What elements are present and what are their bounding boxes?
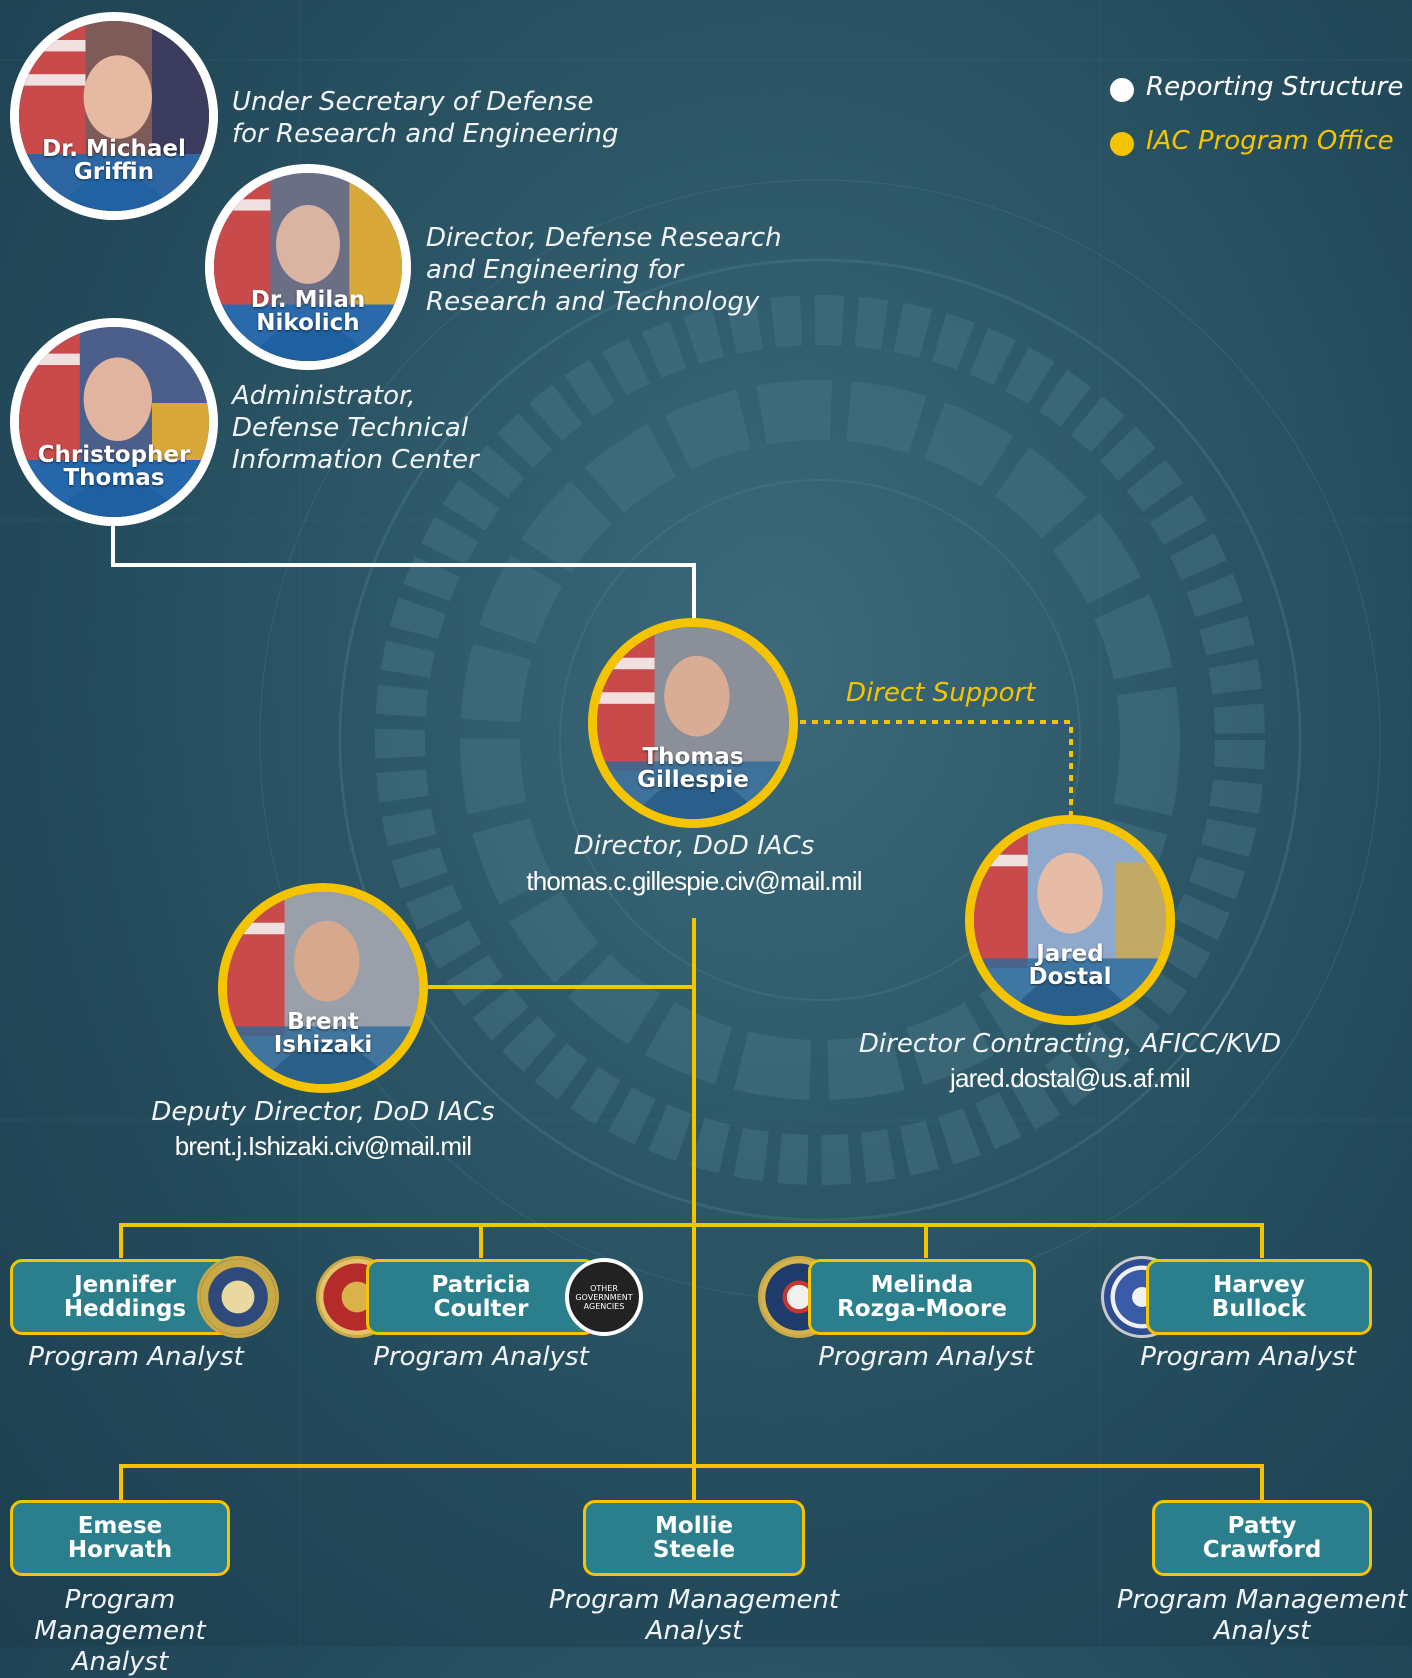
- manager-box-horvath: Emese Horvath: [10, 1500, 230, 1576]
- program-office-legend-label: IAC Program Office: [1146, 126, 1394, 156]
- program-office-legend-dot: [1110, 132, 1134, 156]
- analyst-box-coulter: Patricia Coulter: [366, 1259, 596, 1335]
- griffin-name: Dr. Michael Griffin: [42, 136, 186, 186]
- nikolich-portrait: Dr. Milan Nikolich: [205, 164, 411, 370]
- reporting-legend-label: Reporting Structure: [1146, 72, 1404, 102]
- thomas-title: Administrator, Defense Technical Informa…: [232, 381, 479, 475]
- other-government-agencies-seal-icon: OTHER GOVERNMENT AGENCIES: [565, 1258, 643, 1336]
- oga-seal-text: OTHER GOVERNMENT AGENCIES: [575, 1283, 633, 1311]
- ishizaki-title: Deputy Director, DoD IACs: [151, 1097, 495, 1127]
- gillespie-email[interactable]: thomas.c.gillespie.civ@mail.mil: [526, 866, 862, 896]
- thomas-portrait: Christopher Thomas: [10, 318, 218, 526]
- army-seal-icon: [197, 1256, 279, 1338]
- portrait-photo: [19, 327, 209, 517]
- gillespie-portrait: Thomas Gillespie: [588, 618, 798, 828]
- crawford-role: Program Management Analyst: [1116, 1585, 1408, 1646]
- portrait-photo: [597, 627, 789, 819]
- griffin-title: Under Secretary of Defense for Research …: [232, 87, 619, 149]
- portrait-photo: [214, 173, 402, 361]
- analyst-box-bullock: Harvey Bullock: [1146, 1259, 1372, 1335]
- gillespie-title: Director, DoD IACs: [573, 831, 815, 861]
- portrait-photo: [974, 824, 1166, 1016]
- reporting-legend-dot: [1110, 78, 1134, 102]
- manager-box-crawford: Patty Crawford: [1152, 1500, 1372, 1576]
- ishizaki-name: Brent Ishizaki: [273, 1009, 373, 1059]
- horvath-role: Program Management Analyst: [34, 1585, 206, 1677]
- nikolich-title: Director, Defense Research and Engineeri…: [426, 223, 782, 317]
- nikolich-name: Dr. Milan Nikolich: [250, 286, 366, 336]
- ishizaki-portrait: Brent Ishizaki: [218, 883, 428, 1093]
- dostal-title: Director Contracting, AFICC/KVD: [858, 1029, 1282, 1059]
- rozga-moore-role: Program Analyst: [818, 1342, 1034, 1372]
- portrait-photo: [19, 21, 209, 211]
- analyst-box-rozga-moore: Melinda Rozga-Moore: [808, 1259, 1036, 1335]
- manager-box-steele: Mollie Steele: [583, 1500, 805, 1576]
- dostal-portrait: Jared Dostal: [965, 815, 1175, 1025]
- bullock-role: Program Analyst: [1140, 1342, 1356, 1372]
- heddings-role: Program Analyst: [28, 1342, 244, 1372]
- thomas-name: Christopher Thomas: [37, 442, 191, 492]
- coulter-role: Program Analyst: [373, 1342, 589, 1372]
- ishizaki-email[interactable]: brent.j.Ishizaki.civ@mail.mil: [174, 1131, 472, 1161]
- steele-role: Program Management Analyst: [548, 1585, 840, 1646]
- griffin-portrait: Dr. Michael Griffin: [10, 12, 218, 220]
- gillespie-name: Thomas Gillespie: [637, 744, 749, 794]
- direct-support-label: Direct Support: [846, 678, 1036, 708]
- dostal-email[interactable]: jared.dostal@us.af.mil: [949, 1063, 1191, 1093]
- dostal-name: Jared Dostal: [1028, 941, 1112, 991]
- portrait-photo: [227, 892, 419, 1084]
